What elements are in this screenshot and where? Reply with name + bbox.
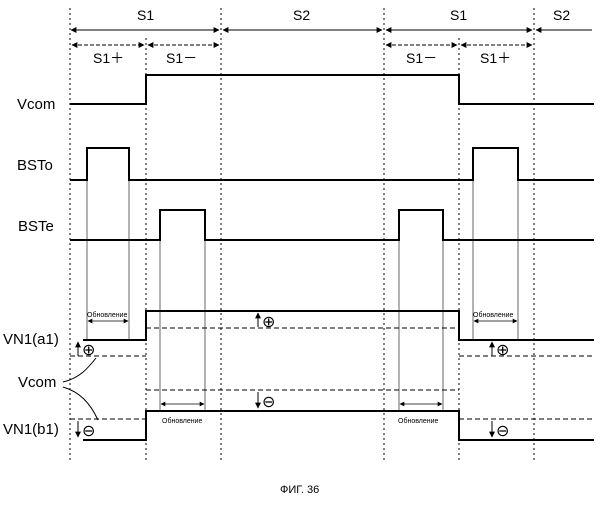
pulse-guide-lines <box>87 178 518 412</box>
refresh-arrows <box>88 321 517 404</box>
figure-caption: ФИГ. 36 <box>280 484 319 496</box>
signal-label-vn1b1: VN1(b1) <box>3 421 59 438</box>
plus-symbol-1: ⊕ <box>82 342 95 359</box>
sub-period-label-1: S1＋ <box>93 50 124 66</box>
period-label-s2-second: S2 <box>553 7 570 23</box>
plus-symbol-2: ⊕ <box>262 314 275 331</box>
period-label-s2-first: S2 <box>293 7 310 23</box>
signal-label-bste: BSTe <box>18 218 54 235</box>
bste-waveform <box>70 210 594 240</box>
refresh-label-3: Обновление <box>162 417 203 425</box>
plus-symbol-3: ⊕ <box>496 342 509 359</box>
signal-label-vcom-ref: Vcom <box>18 374 56 391</box>
refresh-label-2: Обновление <box>473 311 514 319</box>
vcom-pointer-curves <box>63 358 98 420</box>
refresh-label-4: Обновление <box>398 417 439 425</box>
period-label-s1-first: S1 <box>137 7 154 23</box>
period-boundaries <box>70 8 534 463</box>
minus-symbol-1: ⊖ <box>82 423 95 440</box>
waveforms <box>70 75 594 440</box>
vn1b1-waveform <box>83 411 594 440</box>
signal-label-bsto: BSTo <box>17 157 53 174</box>
signal-label-vcom: Vcom <box>17 96 55 113</box>
minus-symbol-2: ⊖ <box>262 394 275 411</box>
vcom-waveform <box>70 75 594 104</box>
vn1a1-waveform <box>83 311 594 340</box>
signal-label-vn1a1: VN1(a1) <box>3 331 59 348</box>
minus-symbol-3: ⊖ <box>496 423 509 440</box>
sub-period-label-4: S1＋ <box>480 50 511 66</box>
refresh-label-1: Обновление <box>87 311 128 319</box>
sub-period-label-2: S1－ <box>166 50 197 66</box>
sub-period-label-3: S1－ <box>406 50 437 66</box>
bsto-waveform <box>70 148 594 180</box>
vcom-reference-levels <box>70 328 594 419</box>
period-label-s1-second: S1 <box>450 7 467 23</box>
